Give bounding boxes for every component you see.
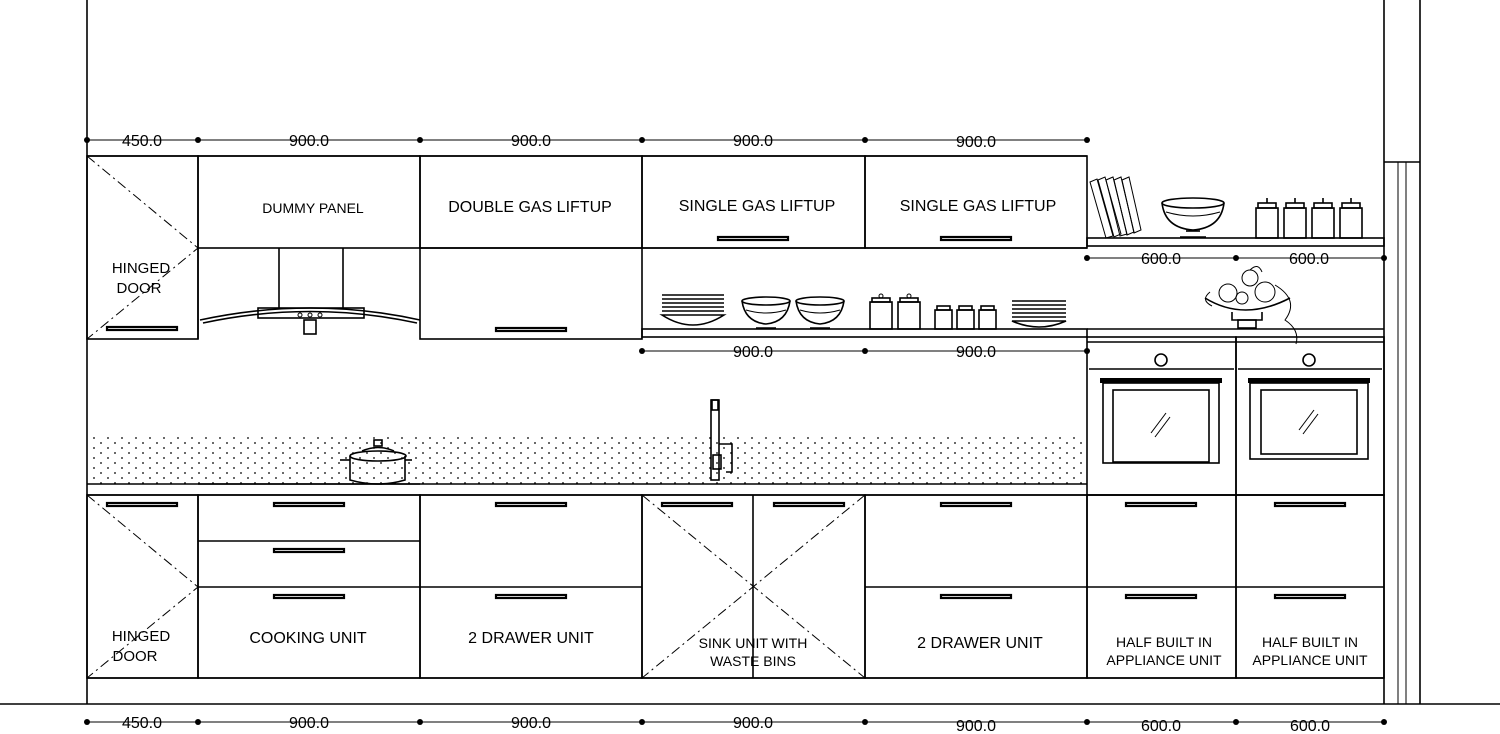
handle (494, 501, 568, 508)
wall-cabinets: HINGED DOOR DUMMY PANEL DOUBLE GAS LIFTU… (86, 155, 1088, 340)
upper-dim-1: 900.0 (289, 133, 329, 150)
handle (772, 501, 846, 508)
base-hinged-label-1: HINGED (112, 628, 171, 645)
books-icon (1089, 176, 1142, 239)
handle (105, 325, 179, 332)
handle (939, 235, 1013, 242)
wall-hinged-door-cabinet (86, 155, 199, 340)
handle (272, 547, 346, 554)
bottom-dim-1: 900.0 (289, 715, 329, 732)
single-gas-liftup-label-1: SINGLE GAS LIFTUP (679, 198, 835, 215)
wall-hinged-label-1: HINGED (112, 260, 171, 277)
middle-shelf: 900.0 900.0 (639, 328, 1090, 361)
sink-unit-label-2: WASTE BINS (710, 653, 796, 669)
fruit-bowl-icon (1204, 266, 1298, 345)
sink-unit-label-1: SINK UNIT WITH (699, 635, 808, 651)
appliance-unit-label-1a: HALF BUILT IN (1116, 634, 1212, 650)
cooking-pot-icon (340, 439, 412, 485)
handle (939, 501, 1013, 508)
oven-icon (1086, 336, 1237, 496)
canisters-icon (869, 293, 997, 330)
handle (494, 326, 568, 333)
dummy-panel-label: DUMMY PANEL (262, 200, 364, 216)
chimney-hood-icon (199, 248, 421, 335)
handle (716, 235, 790, 242)
handle (1124, 593, 1198, 600)
bottom-dim-6: 600.0 (1290, 718, 1330, 734)
plates-stack-icon (1011, 300, 1067, 328)
handle (494, 593, 568, 600)
handle (1273, 501, 1347, 508)
double-gas-liftup-label: DOUBLE GAS LIFTUP (448, 199, 612, 216)
bowl-icon (1161, 197, 1225, 238)
base-hinged-label-2: DOOR (113, 648, 158, 665)
handle (105, 501, 179, 508)
appliance-unit-label-2b: APPLIANCE UNIT (1252, 652, 1368, 668)
shelf-dim-0: 600.0 (1141, 251, 1181, 268)
upper-dimension-line: 450.0 900.0 900.0 900.0 900.0 (84, 133, 1090, 151)
handle (272, 501, 346, 508)
upper-right-shelf: 600.0 600.0 (1084, 237, 1387, 268)
handle (1124, 501, 1198, 508)
appliance-unit-label-1b: APPLIANCE UNIT (1106, 652, 1222, 668)
upper-dim-4: 900.0 (956, 134, 996, 151)
mid-shelf-dim-0: 900.0 (733, 344, 773, 361)
handle (1273, 593, 1347, 600)
wall-hinged-label-2: DOOR (117, 280, 162, 297)
handle (660, 501, 734, 508)
bottom-dimension-line: 450.0 900.0 900.0 900.0 900.0 600.0 600.… (84, 715, 1387, 734)
plates-stack-icon (659, 294, 727, 326)
bottom-dim-5: 600.0 (1141, 718, 1181, 734)
base-cabinets: HINGED DOOR COOKING UNIT 2 DRAWER UNIT S… (86, 494, 1385, 679)
bottom-dim-3: 900.0 (733, 715, 773, 732)
bottom-dim-0: 450.0 (122, 715, 162, 732)
shelf-dim-1: 600.0 (1289, 251, 1329, 268)
bottom-dim-2: 900.0 (511, 715, 551, 732)
jars-icon (1255, 198, 1363, 239)
oven-icon (1235, 336, 1385, 496)
backsplash-tiles (88, 436, 1086, 484)
upper-dim-2: 900.0 (511, 133, 551, 150)
faucet-icon (710, 399, 733, 481)
single-gas-liftup-label-2: SINGLE GAS LIFTUP (900, 198, 1056, 215)
upper-dim-0: 450.0 (122, 133, 162, 150)
bottom-dim-4: 900.0 (956, 718, 996, 734)
drawer-unit-label-1: 2 DRAWER UNIT (468, 630, 594, 647)
handle (939, 593, 1013, 600)
cooking-unit-label: COOKING UNIT (249, 630, 367, 647)
handle (272, 593, 346, 600)
drawer-unit-label-2: 2 DRAWER UNIT (917, 635, 1043, 652)
upper-dim-3: 900.0 (733, 133, 773, 150)
appliance-unit-label-2a: HALF BUILT IN (1262, 634, 1358, 650)
bowls-icon (741, 296, 845, 329)
mid-shelf-dim-1: 900.0 (956, 344, 996, 361)
